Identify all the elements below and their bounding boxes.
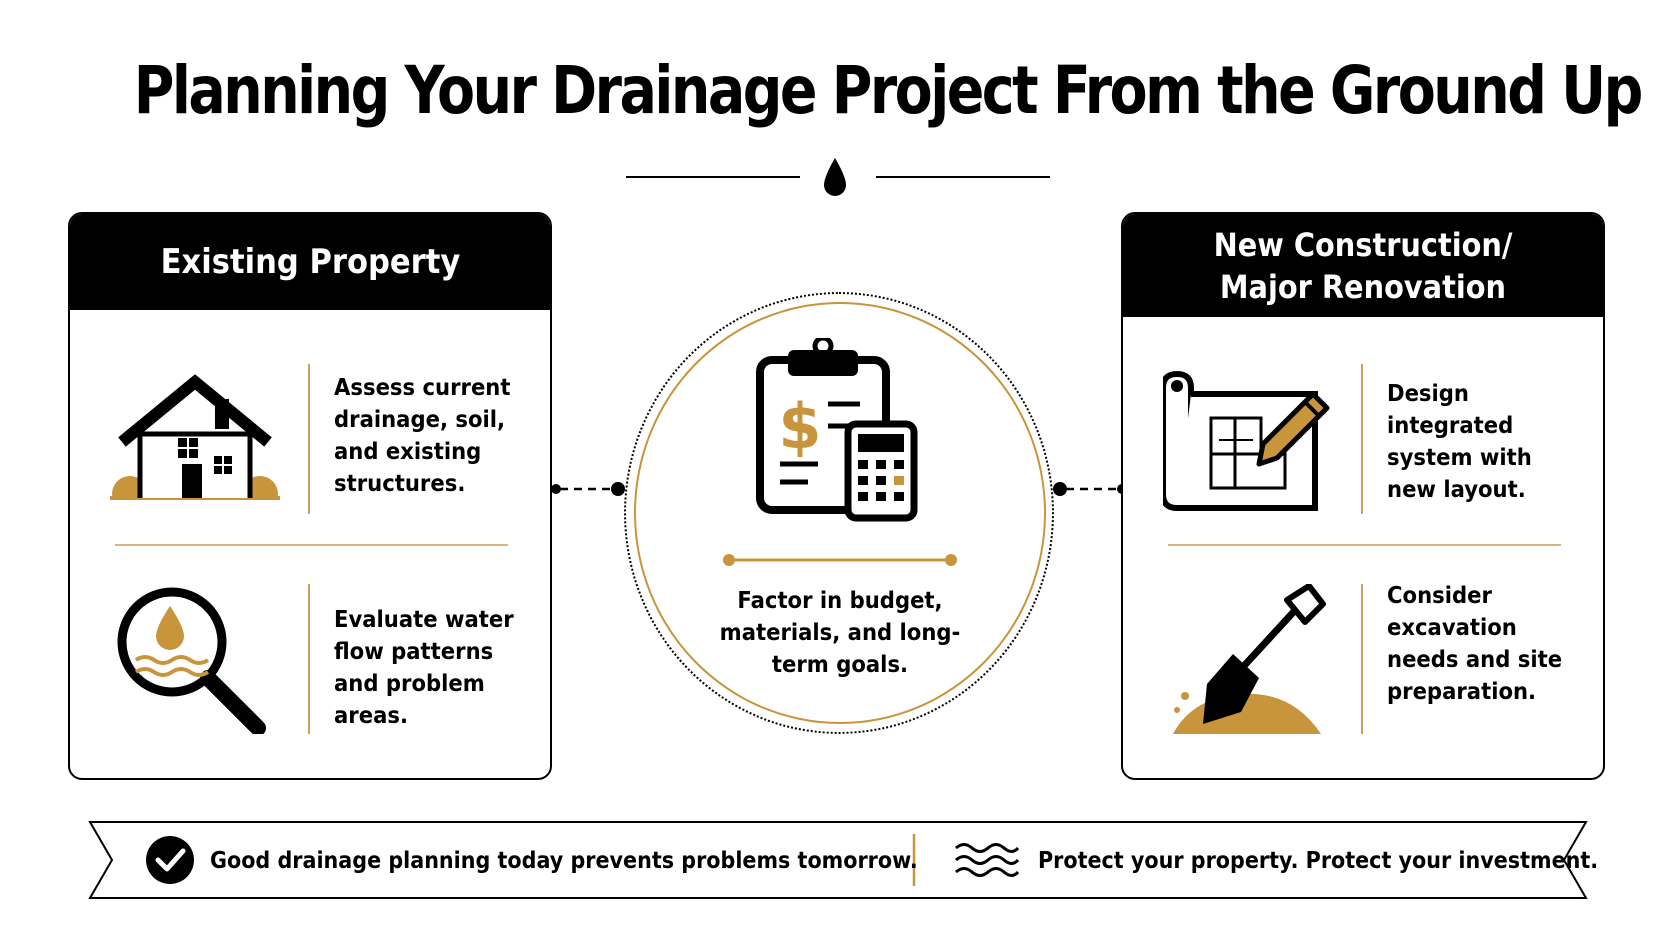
banner-left-text: Good drainage planning today prevents pr… — [210, 848, 918, 874]
center-dotted-ring — [624, 292, 1054, 734]
existing-item-text: Assess current drainage, soil, and exist… — [334, 375, 511, 497]
center-gold-ring — [634, 302, 1046, 724]
new-construction-item-text: Design integrated system with new layout… — [1387, 381, 1532, 503]
list-item: Evaluate water flow patterns and problem… — [70, 574, 550, 734]
center-text: Factor in budget, materials, and long-te… — [719, 588, 961, 678]
page-title: Planning Your Drainage Project From the … — [133, 52, 1644, 129]
title-divider-left — [626, 176, 800, 178]
new-construction-item-text: Consider excavation needs and site prepa… — [1387, 583, 1563, 705]
item-divider — [1361, 364, 1363, 514]
row-separator — [115, 544, 508, 546]
new-construction-heading: New Construction/ Major Renovation — [1123, 214, 1603, 317]
connector-left — [552, 482, 625, 496]
blueprint-pencil-icon — [1163, 370, 1330, 512]
banner-right-text: Protect your property. Protect your inve… — [1038, 848, 1599, 874]
new-construction-panel: New Construction/ Major Renovation Desig… — [1121, 212, 1605, 780]
connector-right — [1053, 482, 1126, 496]
footer-banner — [88, 821, 1588, 899]
row-separator — [1168, 544, 1561, 546]
item-divider — [308, 364, 310, 514]
list-item: Consider excavation needs and site prepa… — [1123, 574, 1603, 734]
shovel-soil-icon — [1173, 584, 1326, 734]
item-divider — [308, 584, 310, 734]
magnifier-water-icon — [117, 587, 266, 734]
existing-property-panel: Existing Property Assess current drainag… — [68, 212, 552, 780]
existing-property-heading: Existing Property — [70, 214, 550, 310]
item-divider — [1361, 584, 1363, 734]
house-icon — [110, 374, 280, 512]
water-drop-icon — [824, 158, 846, 196]
svg-text:$: $ — [778, 390, 821, 463]
title-divider-right — [876, 176, 1050, 178]
existing-item-text: Evaluate water flow patterns and problem… — [334, 607, 514, 729]
center-divider — [723, 554, 957, 566]
clipboard-calculator-icon: $ — [756, 338, 918, 522]
list-item: Assess current drainage, soil, and exist… — [70, 354, 550, 514]
list-item: Design integrated system with new layout… — [1123, 354, 1603, 514]
